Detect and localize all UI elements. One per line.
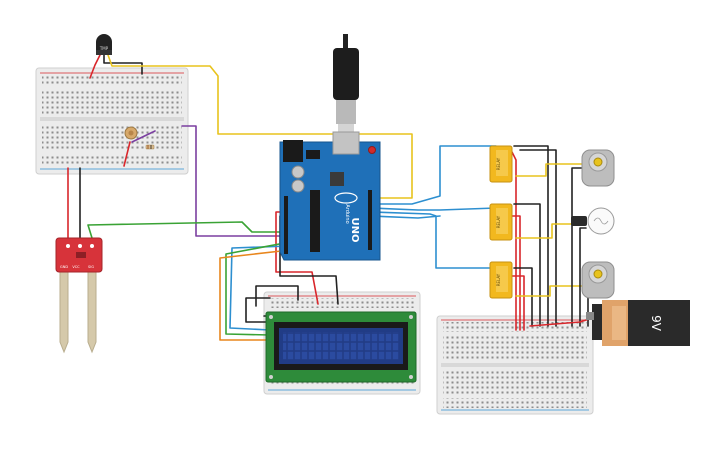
battery-9v[interactable]: 9V xyxy=(586,300,690,346)
motor-bottom[interactable] xyxy=(581,261,615,299)
battery-label: 9V xyxy=(649,315,663,332)
motor-top[interactable] xyxy=(581,149,615,187)
usb-cable xyxy=(333,34,359,138)
wires xyxy=(67,54,607,341)
relay-2-label: RELAY xyxy=(496,215,501,228)
breadboard-top-left xyxy=(35,67,189,175)
arduino-uno[interactable]: Arduino UNO xyxy=(279,131,381,261)
relay-1-label: RELAY xyxy=(496,157,501,170)
arduino-board-label: UNO xyxy=(349,218,360,243)
soil-pin-gnd: GND xyxy=(60,265,68,269)
relay-3[interactable]: RELAY xyxy=(489,261,513,299)
resistor xyxy=(145,144,155,150)
potentiometer[interactable] xyxy=(124,126,138,140)
temp-sensor-label: TMP xyxy=(99,46,109,51)
lcd-display[interactable] xyxy=(265,311,417,383)
relay-1[interactable]: RELAY xyxy=(489,145,513,183)
soil-pin-vcc: VCC xyxy=(72,265,80,269)
breadboard-bottom-right xyxy=(436,315,594,415)
light-bulb[interactable] xyxy=(571,207,615,235)
relay-3-label: RELAY xyxy=(496,273,501,286)
relay-2[interactable]: RELAY xyxy=(489,203,513,241)
temp-sensor[interactable]: TMP xyxy=(96,34,112,55)
arduino-brand-label: Arduino xyxy=(344,204,350,223)
soil-moisture-sensor[interactable]: GND VCC SIG xyxy=(55,237,103,354)
soil-pin-sig: SIG xyxy=(88,265,94,269)
